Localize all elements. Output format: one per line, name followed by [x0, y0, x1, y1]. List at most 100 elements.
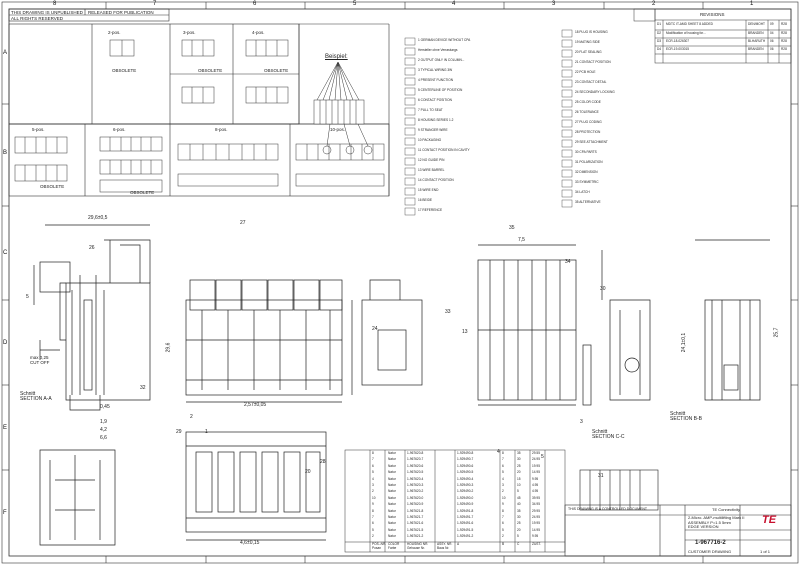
callout-number: 28	[320, 459, 326, 465]
note-line: 15 WIRE END	[418, 188, 439, 192]
table-cell: Natur	[388, 463, 396, 468]
col-label-2: 2	[652, 1, 656, 7]
pos-label-2: 2-pos.	[108, 30, 121, 35]
table-cell: 10	[372, 495, 376, 500]
note-line: 5 CENTERLINE OF POSITION	[418, 88, 463, 92]
dim-7-5: 7,5	[518, 237, 525, 243]
callout-number: 1	[205, 429, 208, 435]
dim-4-6: 4,6±0,15	[240, 540, 260, 546]
rev-date: 06	[770, 39, 774, 43]
table-cell: 8	[372, 451, 374, 455]
table-cell: Natur	[388, 527, 396, 532]
table-cell: 1-929490-6	[457, 463, 474, 468]
note-line: 32 DIMENSION	[575, 170, 598, 174]
callout-number: 26	[89, 245, 95, 251]
table-cell: 1-967620-4	[407, 476, 424, 481]
obsolete-stamp: OBSOLETE	[112, 68, 137, 73]
table-cell: 2	[372, 534, 374, 539]
table-header: C	[517, 542, 520, 546]
callout-number: 5	[541, 454, 544, 460]
table-header: B	[502, 542, 505, 546]
table-cell: 4.95	[532, 489, 539, 494]
obsolete-stamp: OBSOLETE	[130, 190, 155, 195]
note-line: 14 CONTACT POSITION	[418, 178, 454, 182]
note-line: 20 FLAT SEALING	[575, 50, 602, 54]
table-cell: 2	[502, 489, 504, 494]
table-cell: 7	[502, 457, 504, 462]
note-line: 1 GERMAN DEVICE WITHOUT CPA	[418, 38, 471, 42]
table-cell: 6	[502, 463, 504, 468]
table-cell: 1-967621-8	[407, 508, 424, 513]
note-line: 21 CONTACT POSITION	[575, 60, 611, 64]
table-cell: 5	[517, 534, 519, 539]
table-cell: Natur	[388, 476, 396, 481]
dim-height: 29,6	[165, 342, 172, 353]
table-header: A	[457, 542, 460, 546]
table-cell: 1-967621-2	[407, 534, 424, 539]
callout-number: 3	[580, 419, 583, 425]
row-label-c: C	[3, 250, 8, 256]
rev-date: 09	[770, 22, 774, 26]
table-cell: 1-967620-9	[407, 502, 424, 507]
table-cell: 1-967621-6	[407, 521, 424, 526]
table-cell: 34.95	[532, 502, 540, 507]
table-cell: 6	[502, 521, 504, 526]
table-cell: 3	[372, 483, 374, 487]
table-cell: 1-929490-2	[457, 489, 474, 494]
note-line: 11 CONTACT POSITION IN CAVITY	[418, 148, 470, 152]
rev-code: R28	[781, 31, 787, 35]
table-cell: 30	[517, 515, 521, 519]
table-cell: Natur	[388, 508, 396, 513]
table-cell: 30	[517, 457, 521, 462]
note-line: 3 TYPICAL WIRING 3W	[418, 68, 453, 72]
table-header: ZUST.	[532, 542, 541, 546]
table-cell: 24.95	[532, 457, 540, 462]
table-cell: 29.55	[532, 451, 540, 455]
rev-by: BRANDEN	[748, 47, 764, 51]
drawing-title: 2-Micro. AMP-multilifting Mark II ASSEMB…	[688, 515, 745, 529]
table-header: POS.-NR. Posan	[372, 542, 387, 550]
callout-number: 32	[140, 385, 146, 391]
table-cell: 40	[517, 502, 521, 507]
table-header: ASSY. NR. Baus Nr.	[437, 542, 453, 550]
table-cell: 1-929490-7	[457, 457, 474, 462]
row-label-f: F	[3, 510, 7, 516]
table-cell: 1-929490-8	[457, 451, 474, 455]
section-a-a-label: Schnitt SECTION A-A	[20, 391, 52, 402]
note-line: 22 PCB HOLE	[575, 70, 596, 74]
dim-5: 5	[26, 294, 29, 300]
table-cell: 9	[502, 502, 504, 507]
table-cell: 1-929490-4	[457, 476, 474, 481]
table-cell: 4	[372, 476, 374, 481]
dim-4-2: 4,2	[100, 427, 107, 433]
table-cell: 15	[517, 476, 521, 481]
table-cell: 3	[502, 483, 504, 487]
release-note: RELEASED FOR PUBLICATION	[88, 10, 154, 15]
callout-number: 35	[509, 225, 515, 231]
pos-label-10: 10-pos.	[330, 127, 346, 132]
table-cell: 25	[517, 521, 521, 526]
table-cell: 4.95	[532, 483, 539, 487]
note-line: 23 CONTACT DETAIL	[575, 80, 607, 84]
te-logo: TE	[762, 514, 777, 526]
table-cell: 35	[517, 451, 521, 455]
rev-code: R28	[781, 22, 787, 26]
table-cell: 6	[372, 521, 374, 526]
table-cell: 29.95	[532, 508, 540, 513]
note-line: 29 SEE ATTACHMENT	[575, 140, 608, 144]
note-line: 33 SYMMETRIC	[575, 180, 599, 184]
table-cell: 1-967620-6	[407, 463, 424, 468]
rev-date: 06	[770, 47, 774, 51]
table-cell: 20	[517, 527, 521, 532]
table-cell: 1-967620-0	[407, 495, 424, 500]
table-cell: 1-929490-9	[457, 502, 474, 507]
table-cell: 7	[372, 457, 374, 462]
note-line: 26 TOLERANCE	[575, 110, 599, 114]
rev-code: R28	[781, 47, 787, 51]
dim-0-45: 0,45	[100, 404, 110, 410]
rev-desc: ECR-18-026307	[666, 39, 690, 43]
note-line: 4 PRESENT FUNCTION	[418, 78, 454, 82]
pos-label-8: 8-pos.	[215, 127, 228, 132]
col-label-4: 4	[452, 1, 456, 7]
